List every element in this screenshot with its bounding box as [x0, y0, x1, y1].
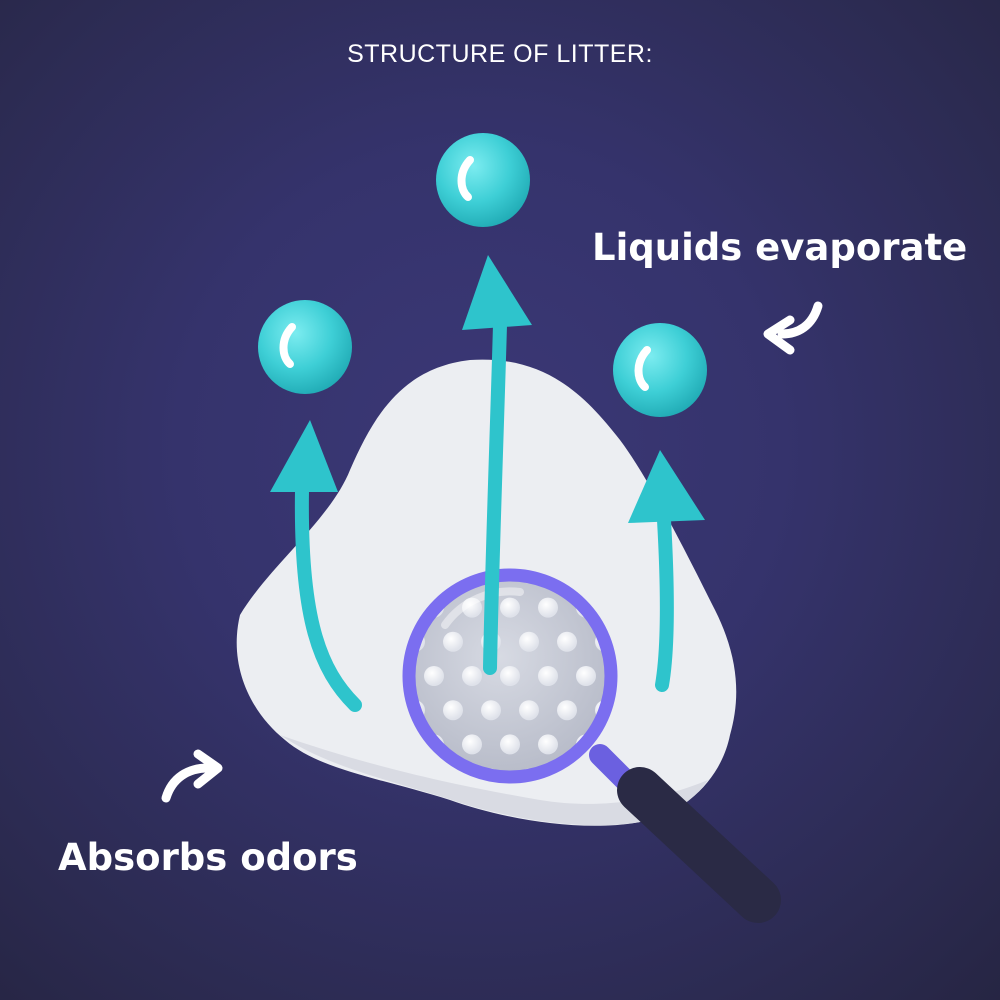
pore: [500, 597, 520, 618]
pore: [424, 666, 444, 686]
pore: [519, 631, 539, 652]
pore: [500, 666, 520, 686]
curved-arrow-icon: [161, 749, 223, 803]
curved-arrow-icon: [763, 301, 823, 355]
pore: [576, 666, 596, 686]
diagram-title: STRUCTURE OF LITTER:: [347, 40, 653, 68]
pore: [462, 734, 482, 755]
droplet-icon: [258, 300, 352, 394]
pore: [500, 734, 520, 755]
pore: [519, 700, 539, 721]
arrow-up-icon: [270, 420, 362, 712]
pore: [462, 597, 482, 618]
pore: [538, 734, 558, 755]
pore: [443, 631, 463, 652]
evaporation-arrows: [270, 255, 705, 712]
droplet-icon: [436, 133, 530, 227]
arrow-up-icon: [628, 450, 705, 692]
magnifying-glass-icon: [402, 568, 781, 923]
arrow-up-icon: [462, 255, 532, 675]
pore: [538, 666, 558, 686]
pore: [557, 631, 577, 652]
pore: [462, 666, 482, 686]
pore: [443, 700, 463, 721]
droplet-icon: [613, 323, 707, 417]
pore: [557, 700, 577, 721]
pore: [481, 700, 501, 721]
pore: [538, 597, 558, 618]
callout-liquids-evaporate: Liquids evaporate: [592, 226, 968, 269]
litter-shadow: [280, 735, 708, 826]
callout-absorbs-odors: Absorbs odors: [58, 836, 358, 879]
